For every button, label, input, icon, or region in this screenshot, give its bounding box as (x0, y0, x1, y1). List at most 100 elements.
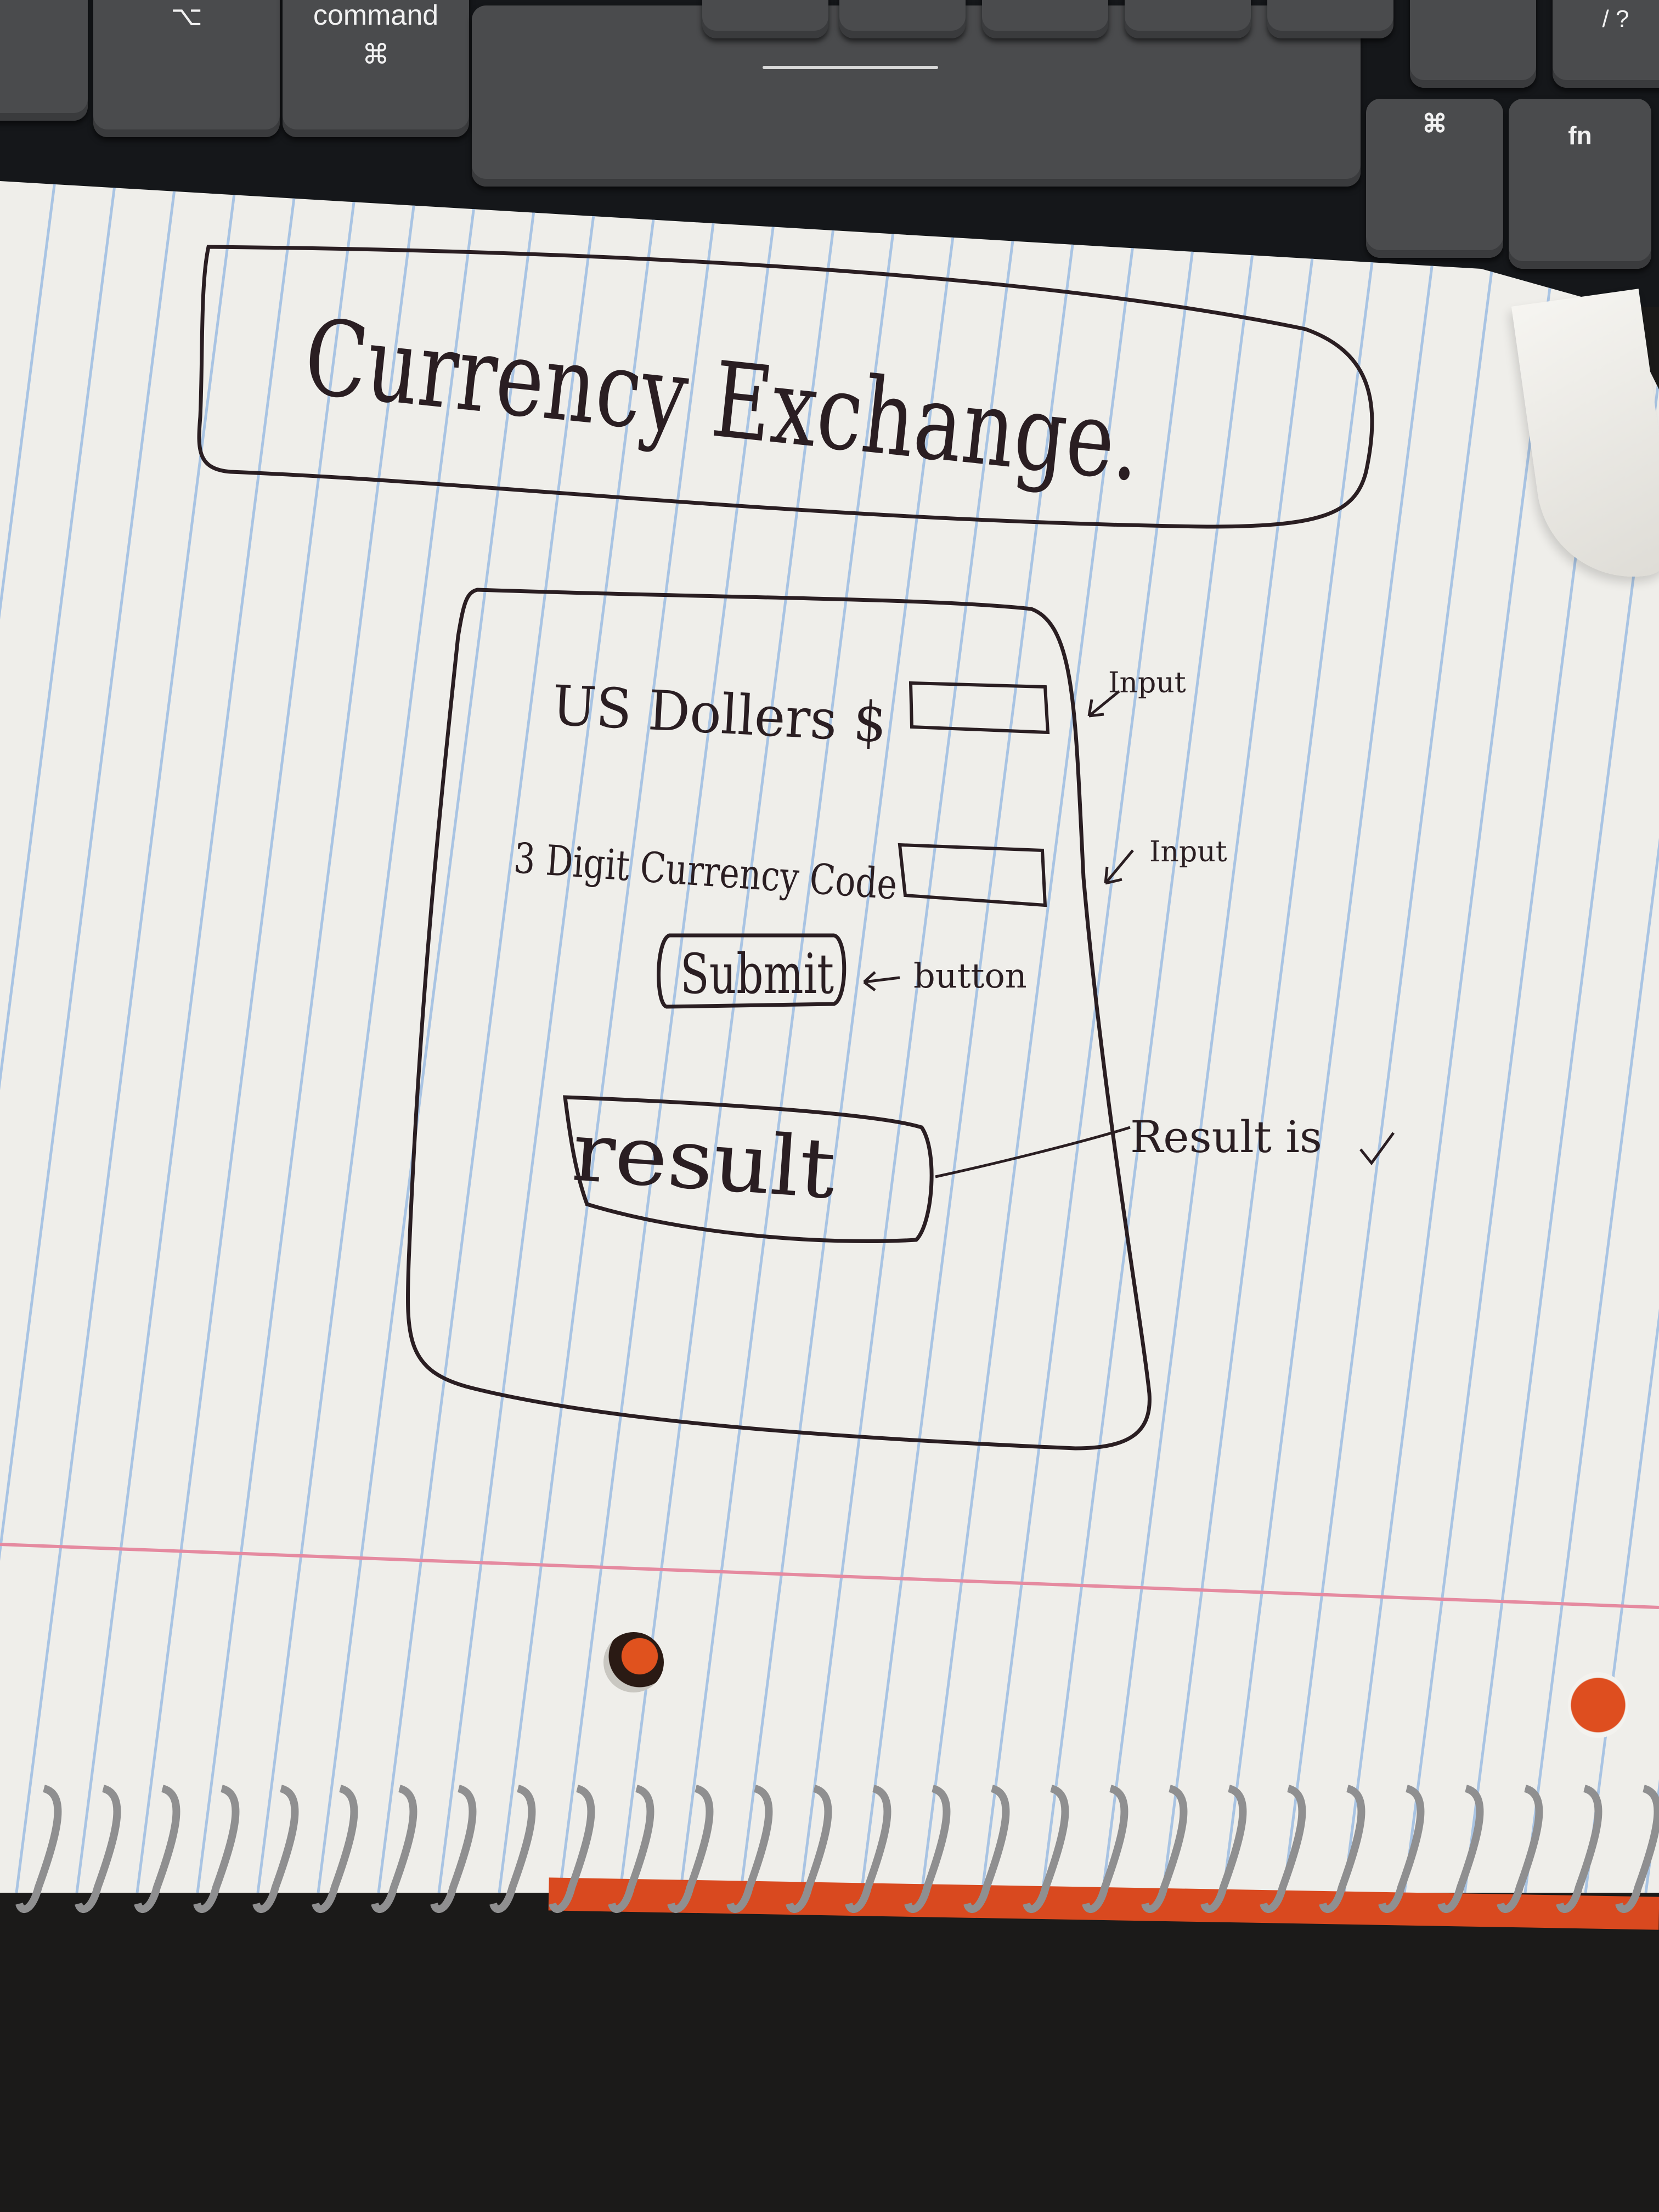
slash-key-label: / ? (1602, 5, 1629, 32)
result-label: result (569, 1104, 838, 1217)
spiral-coil (1615, 1785, 1659, 1913)
spiral-coil (1319, 1785, 1365, 1913)
spiral-coil (15, 1785, 62, 1913)
rule-line (0, 181, 177, 1893)
code-input (898, 843, 1047, 907)
rule-line (1161, 181, 1384, 1893)
submit-arrow-icon (863, 971, 900, 991)
rule-line (1101, 181, 1324, 1893)
option-symbol-icon: ⌥ (171, 0, 202, 32)
upper-key-4 (1125, 0, 1251, 38)
command-key: command ⌘ (283, 0, 469, 137)
fn-key: fn (1509, 99, 1651, 269)
upper-key-3 (982, 0, 1108, 38)
spacebar-indicator (763, 66, 938, 69)
spiral-coil (430, 1785, 477, 1913)
rule-line (860, 181, 1082, 1893)
spiral-coil (786, 1785, 832, 1913)
spiral-coil (1556, 1785, 1602, 1913)
spiral-coil (252, 1785, 299, 1913)
fn-key-label: fn (1568, 121, 1592, 150)
rule-line (15, 181, 238, 1893)
main-card (405, 588, 1152, 1451)
code-input-note: Input (1149, 836, 1227, 868)
spiral-coil (193, 1785, 240, 1913)
upper-key-1 (702, 0, 828, 38)
rule-line (920, 181, 1143, 1893)
result-note: Result is (1130, 1111, 1322, 1163)
spiral-coil (1378, 1785, 1425, 1913)
submit-note: button (913, 956, 1027, 996)
rule-line (75, 181, 298, 1893)
usd-input (909, 681, 1050, 735)
rule-line (437, 181, 660, 1893)
spiral-coil (667, 1785, 714, 1913)
notebook-page (0, 181, 1659, 1893)
binder-hole-right (1568, 1672, 1628, 1738)
spiral-coil (904, 1785, 951, 1913)
binder-hole-left (603, 1632, 664, 1692)
rule-line (136, 181, 358, 1893)
result-connector-line (935, 1126, 1131, 1178)
submit-button-label: Submit (680, 942, 834, 1006)
submit-button-outline (657, 933, 847, 1009)
spiral-coil (1437, 1785, 1484, 1913)
command-right-key: ⌘ (1366, 99, 1503, 258)
rule-line (196, 181, 419, 1893)
rule-line (498, 181, 720, 1893)
rule-line (377, 181, 600, 1893)
rule-line (256, 181, 479, 1893)
spiral-coil (1141, 1785, 1188, 1913)
spiral-coil (1082, 1785, 1128, 1913)
spiral-coil (845, 1785, 891, 1913)
code-input-arrow-icon (1104, 849, 1134, 885)
rule-line (1282, 181, 1505, 1893)
spiral-coil (1023, 1785, 1069, 1913)
spiral-coil (75, 1785, 121, 1913)
spiral-coil (1200, 1785, 1247, 1913)
spiral-coil (608, 1785, 654, 1913)
rule-line (317, 181, 539, 1893)
command-key-label: command (313, 0, 439, 31)
upper-key-6 (1410, 0, 1536, 88)
spiral-coil (1497, 1785, 1543, 1913)
rule-line (739, 181, 962, 1893)
result-check-icon (1359, 1132, 1395, 1166)
upper-key-5 (1267, 0, 1393, 38)
spiral-coil (489, 1785, 536, 1913)
rule-line (799, 181, 1022, 1893)
margin-line (0, 1543, 1659, 1609)
usd-label: US Dollers $ (551, 673, 888, 755)
rule-line (1342, 181, 1565, 1893)
rule-line (980, 181, 1203, 1893)
spiral-coil (549, 1785, 595, 1913)
rule-line (1523, 181, 1659, 1893)
upper-key-2 (839, 0, 966, 38)
spiral-coil (134, 1785, 180, 1913)
spiral-binding (15, 1785, 1659, 1913)
slash-key: / ? (1553, 0, 1659, 88)
code-label: 3 Digit Currency Code (512, 833, 899, 909)
rule-line (1222, 181, 1444, 1893)
spiral-coil (726, 1785, 773, 1913)
usd-input-arrow-icon (1087, 690, 1120, 718)
usd-input-note: Input (1108, 667, 1186, 699)
option-key: option ⌥ (93, 0, 280, 137)
rule-line (1041, 181, 1263, 1893)
command-right-symbol-icon: ⌘ (1422, 109, 1447, 138)
spiral-coil (371, 1785, 417, 1913)
rule-line (558, 181, 781, 1893)
ruled-lines (0, 181, 1659, 1893)
command-symbol-icon: ⌘ (362, 38, 390, 70)
title-box (197, 245, 1374, 529)
spiral-coil (963, 1785, 1010, 1913)
rule-line (618, 181, 841, 1893)
result-box (563, 1095, 934, 1243)
key-left-edge (0, 0, 88, 121)
app-title: Currency Exchange. (299, 296, 1147, 505)
spiral-coil (312, 1785, 358, 1913)
rule-line (0, 181, 57, 1893)
spiral-coil (1260, 1785, 1306, 1913)
rule-line (679, 181, 901, 1893)
rule-line (0, 181, 117, 1893)
